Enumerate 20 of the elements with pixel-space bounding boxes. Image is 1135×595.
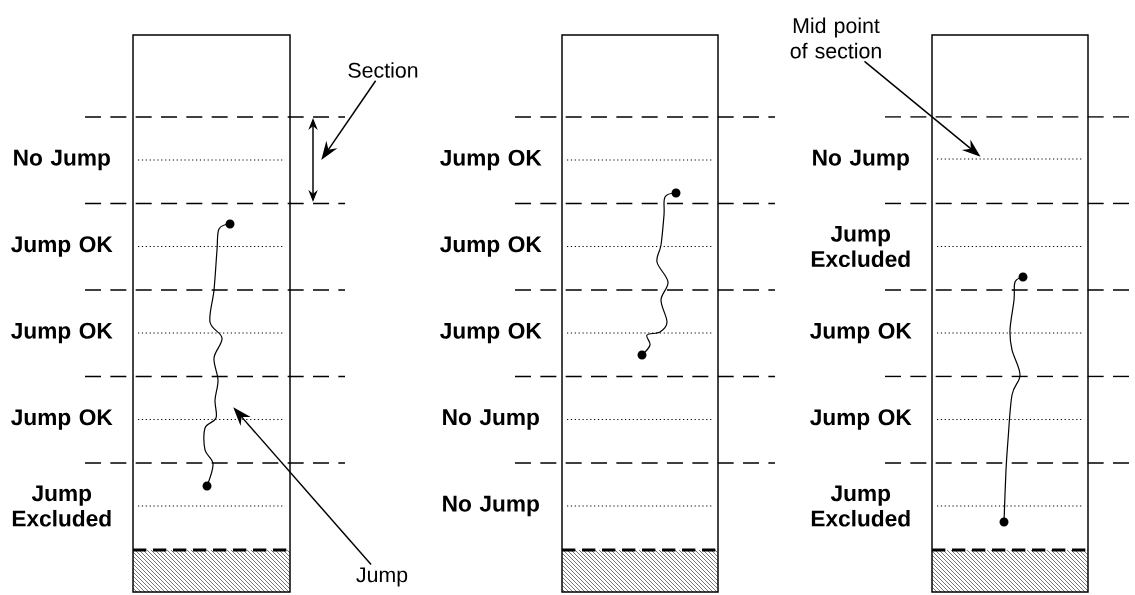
section-label: No Jump xyxy=(443,409,539,430)
midpoint-line xyxy=(936,158,1084,160)
section-label: No Jump xyxy=(443,495,539,517)
section-label: Jump OK xyxy=(11,322,113,344)
section-label: Jump OK xyxy=(11,236,113,257)
callout-text: Mid point of section xyxy=(790,17,881,59)
section-label: Jump OK xyxy=(11,409,113,430)
section-label: No Jump xyxy=(813,149,909,171)
callout-text: Jump xyxy=(356,567,408,587)
section-label: Jump Excluded xyxy=(811,225,910,268)
section-label: Jump OK xyxy=(440,236,542,257)
jump-path xyxy=(202,219,235,491)
callout-text: Section xyxy=(348,62,418,78)
section-label: Jump OK xyxy=(440,149,542,171)
section-label: Jump Excluded xyxy=(12,485,111,527)
section-label: Jump OK xyxy=(810,322,912,344)
section-label: Jump OK xyxy=(810,409,912,430)
section-label: Jump OK xyxy=(440,322,542,344)
section-label: No Jump xyxy=(14,149,110,171)
section-label: Jump Excluded xyxy=(811,485,910,527)
